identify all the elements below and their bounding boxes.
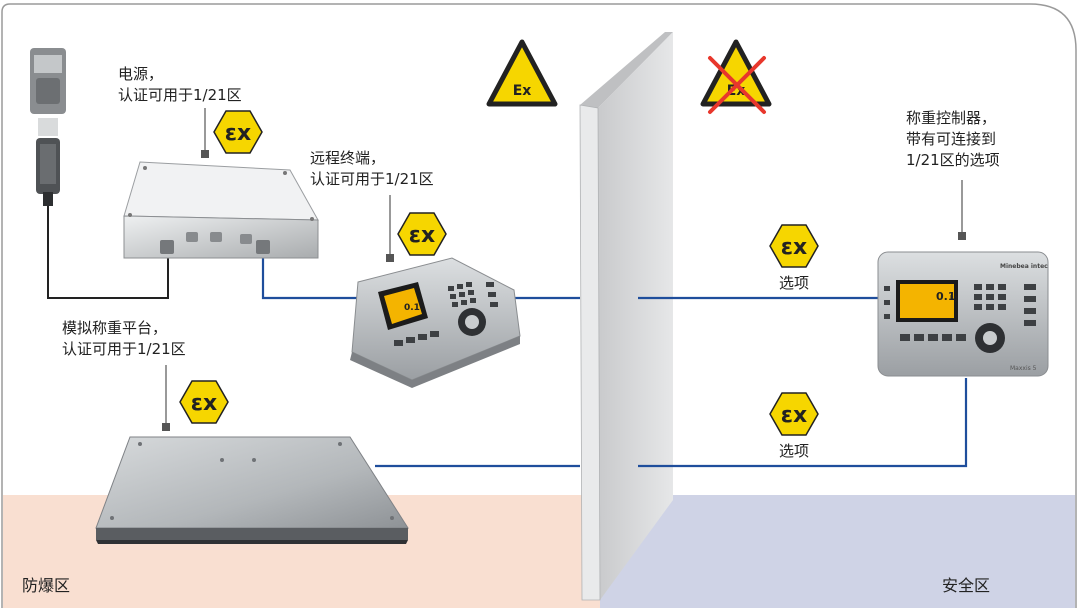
terminal-pointer-dot (386, 254, 394, 262)
ex-badge-platform-label: εx (191, 391, 217, 416)
option-label-bottom: 选项 (778, 442, 809, 460)
ex-badge-option-top-label: εx (781, 235, 807, 260)
power-supply-box-icon (123, 161, 319, 259)
controller-label: 称重控制器， 带有可连接到 1/21区的选项 (906, 109, 1000, 169)
ex-badge-platform-icon: εx (179, 380, 229, 424)
terminal-display-value: 0.1 (404, 303, 420, 313)
controller-brand: Minebea intec (1000, 263, 1048, 270)
no-ex-triangle-icon: Ex (700, 39, 772, 114)
controller-display-value: 0.1 (936, 290, 956, 303)
wall-side (580, 32, 673, 108)
ex-badge-power-icon: εx (213, 110, 263, 154)
power-cable (47, 205, 169, 299)
ex-badge-option-top-icon: εx (769, 224, 819, 268)
safe-zone-floor (600, 495, 1075, 608)
ex-warning-triangle-icon: Ex (486, 39, 558, 107)
ex-badge-terminal-icon: εx (397, 212, 447, 256)
wall-front (579, 104, 601, 601)
analog-platform-label: 模拟称重平台， 认证可用于1/21区 (62, 319, 186, 358)
safe-zone-label: 安全区 (942, 576, 991, 595)
option-label-top: 选项 (778, 274, 809, 292)
controller-display-unit: kg (950, 295, 957, 302)
power-supply-label: 电源， 认证可用于1/21区 (118, 65, 242, 104)
weighing-controller-device: 0.1 kg Minebea intec Maxxis 5 (877, 251, 1049, 377)
ex-triangle-label: Ex (513, 83, 532, 99)
wall-top (598, 32, 673, 600)
remote-terminal-device: 0.1 (350, 257, 521, 388)
ex-badge-option-bottom-label: εx (781, 403, 807, 428)
controller-pointer-dot (958, 232, 966, 240)
power-plug-icon (30, 48, 66, 206)
power-pointer-dot (201, 150, 209, 158)
remote-terminal-label: 远程终端， 认证可用于1/21区 (310, 149, 434, 188)
hazardous-zone-label: 防爆区 (22, 576, 71, 595)
controller-model: Maxxis 5 (1010, 365, 1037, 372)
weighing-platform-device (95, 436, 409, 544)
ex-badge-terminal-label: εx (409, 223, 435, 248)
ex-badge-option-bottom-icon: εx (769, 392, 819, 436)
option-cable-bottom (638, 378, 968, 468)
platform-pointer-dot (162, 423, 170, 431)
outer-frame (1, 3, 1077, 608)
ex-badge-power-label: εx (225, 121, 251, 146)
